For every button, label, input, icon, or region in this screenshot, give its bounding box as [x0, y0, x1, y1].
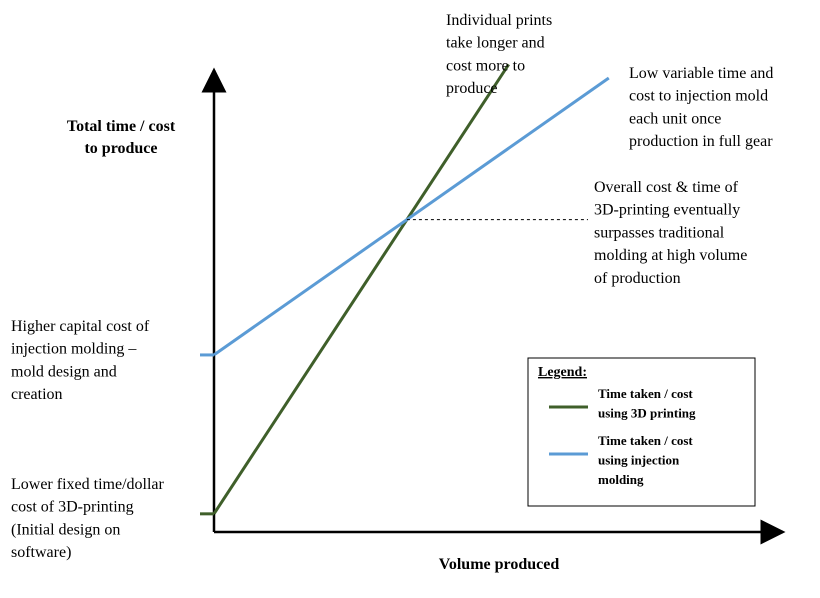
series-line-series_3d — [212, 63, 510, 515]
series-line-series_injection — [213, 76, 610, 357]
legend-title: Legend: — [538, 365, 587, 380]
legend-box — [527, 357, 756, 507]
x-axis-title: Volume produced — [439, 556, 560, 573]
